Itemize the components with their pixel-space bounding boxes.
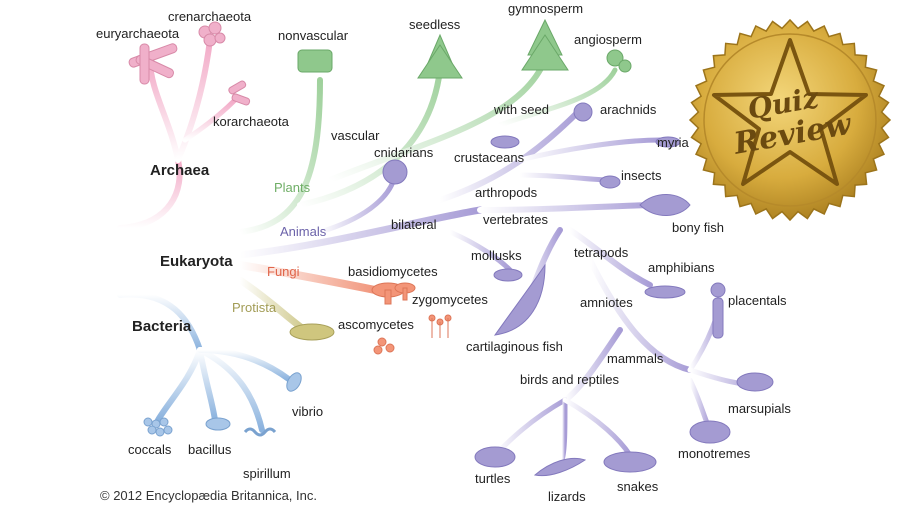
label-amphibians: amphibians — [648, 260, 715, 275]
label-nonvascular: nonvascular — [278, 28, 349, 43]
label-angiosperm: angiosperm — [574, 32, 642, 47]
archaea-branches — [117, 37, 238, 231]
label-tetrapods: tetrapods — [574, 245, 629, 260]
label-vibrio: vibrio — [292, 404, 323, 419]
label-archaea: Archaea — [150, 162, 210, 179]
archaea-organisms — [128, 21, 251, 106]
label-birds-and-reptiles: birds and reptiles — [520, 372, 619, 387]
protista-organism — [289, 323, 335, 341]
label-euryarchaeota: euryarchaeota — [96, 26, 180, 41]
label-fungi: Fungi — [267, 264, 300, 279]
label-plants: Plants — [274, 180, 311, 195]
label-lizards: lizards — [548, 489, 586, 504]
label-eukaryota: Eukaryota — [160, 253, 233, 270]
label-vascular: vascular — [331, 128, 380, 143]
label-zygomycetes: zygomycetes — [412, 292, 488, 307]
label-coccals: coccals — [128, 442, 172, 457]
label-mammals: mammals — [607, 351, 664, 366]
copyright-notice: © 2012 Encyclopædia Britannica, Inc. — [100, 488, 317, 503]
fungi-organisms — [371, 282, 452, 355]
label-vertebrates: vertebrates — [483, 212, 549, 227]
label-snakes: snakes — [617, 479, 659, 494]
label-bony-fish: bony fish — [672, 220, 724, 235]
label-mollusks: mollusks — [471, 248, 522, 263]
animal-organisms — [382, 102, 774, 477]
label-arachnids: arachnids — [600, 102, 657, 117]
label-basidiomycetes: basidiomycetes — [348, 264, 438, 279]
label-marsupials: marsupials — [728, 401, 791, 416]
label-with-seed: with seed — [493, 102, 549, 117]
badge-seal — [688, 18, 892, 222]
plant-branches — [237, 57, 618, 235]
label-cartilaginous-fish: cartilaginous fish — [466, 339, 563, 354]
label-bacteria: Bacteria — [132, 318, 192, 335]
label-seedless: seedless — [409, 17, 461, 32]
label-ascomycetes: ascomycetes — [338, 317, 414, 332]
label-protista: Protista — [232, 300, 277, 315]
label-animals: Animals — [280, 224, 327, 239]
label-placentals: placentals — [728, 293, 787, 308]
label-crustaceans: crustaceans — [454, 150, 525, 165]
label-gymnosperm: gymnosperm — [508, 1, 583, 16]
plant-organisms — [297, 18, 632, 79]
tree-labels: euryarchaeota crenarchaeota korarchaeota… — [96, 1, 791, 504]
label-turtles: turtles — [475, 471, 511, 486]
label-spirillum: spirillum — [243, 466, 291, 481]
bacteria-branches — [117, 291, 293, 433]
star-icon — [712, 38, 868, 186]
label-monotremes: monotremes — [678, 446, 751, 461]
quiz-review-badge[interactable]: Quiz Review — [688, 18, 892, 222]
label-bilateral: bilateral — [391, 217, 437, 232]
badge-ring — [703, 33, 877, 207]
label-arthropods: arthropods — [475, 185, 538, 200]
label-cnidarians: cnidarians — [374, 145, 434, 160]
bacteria-organisms — [143, 372, 302, 437]
label-bacillus: bacillus — [188, 442, 232, 457]
label-amniotes: amniotes — [580, 295, 633, 310]
label-korarchaeota: korarchaeota — [213, 114, 290, 129]
label-crenarchaeota: crenarchaeota — [168, 9, 252, 24]
label-myria: myria — [657, 135, 690, 150]
label-insects: insects — [621, 168, 662, 183]
